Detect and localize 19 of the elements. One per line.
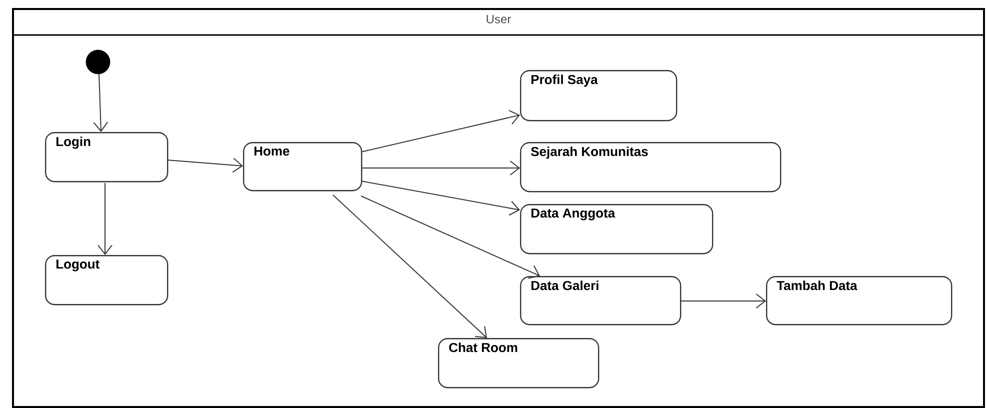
arrow xyxy=(166,158,243,173)
arrow xyxy=(360,196,540,279)
arrow xyxy=(680,294,766,308)
activity-box: Chat Room xyxy=(438,338,600,388)
arrow xyxy=(360,160,520,176)
activity-box: Login xyxy=(45,132,168,182)
activity-box: Home xyxy=(243,142,362,192)
arrow xyxy=(332,194,487,338)
arrow xyxy=(93,74,108,132)
activity-box: Sejarah Komunitas xyxy=(520,142,782,192)
activity-box: Data Galeri xyxy=(520,276,682,326)
start-dot xyxy=(86,50,110,74)
arrow xyxy=(98,182,112,255)
activity-box: Profil Saya xyxy=(520,70,678,122)
arrow xyxy=(360,180,520,216)
arrow xyxy=(360,110,520,152)
activity-box: Data Anggota xyxy=(520,204,714,254)
activity-box: Tambah Data xyxy=(766,276,952,326)
activity-box: Logout xyxy=(45,255,168,306)
